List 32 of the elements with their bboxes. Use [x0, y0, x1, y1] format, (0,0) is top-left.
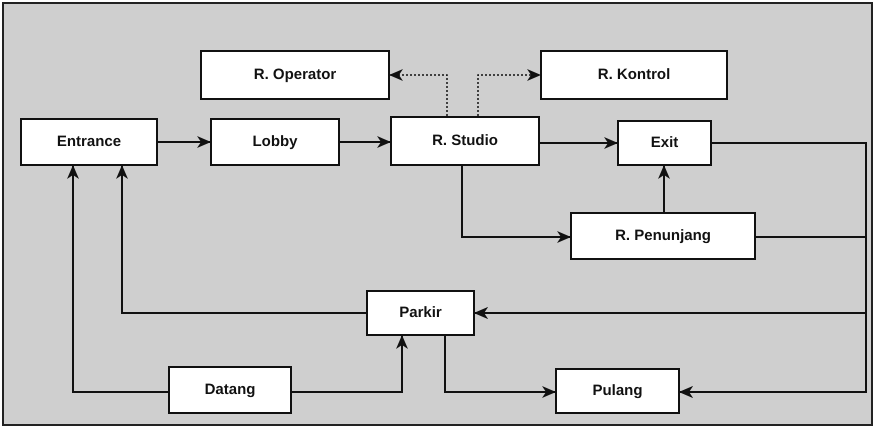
arrow [477, 69, 541, 116]
arrow [658, 165, 670, 212]
room-box [366, 290, 475, 336]
room-label: Entrance [56, 132, 122, 152]
room-box [570, 212, 756, 260]
arrow [67, 165, 168, 393]
room-label: Parkir [399, 302, 442, 323]
room-box [540, 50, 728, 100]
room-box [168, 366, 292, 414]
room-label: R. Studio [432, 130, 498, 151]
arrow [158, 136, 211, 148]
arrow [389, 69, 448, 116]
arrow [444, 336, 556, 398]
room-label: R. Operator [254, 64, 336, 85]
arrow [540, 137, 618, 149]
room-box [390, 116, 540, 166]
room-box [555, 368, 680, 414]
arrow [679, 236, 867, 398]
arrow [461, 166, 571, 243]
arrow [116, 165, 366, 314]
room-box [20, 118, 158, 166]
room-label: Lobby [252, 132, 298, 152]
room-box [617, 120, 712, 166]
arrow [340, 136, 391, 148]
room-label: R. Kontrol [598, 64, 670, 85]
arrow [292, 335, 408, 393]
room-label: Exit [650, 132, 678, 153]
room-label: R. Penunjang [615, 226, 711, 246]
room-box [210, 118, 340, 166]
room-label: Datang [204, 380, 256, 400]
room-label: Pulang [592, 380, 642, 401]
room-box [200, 50, 390, 100]
